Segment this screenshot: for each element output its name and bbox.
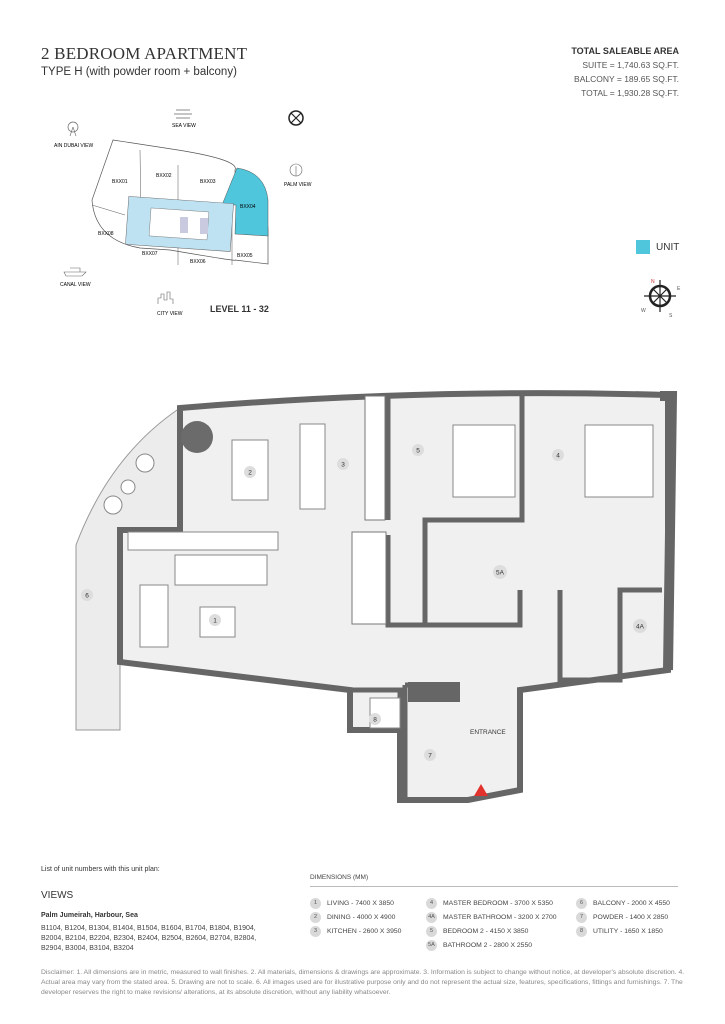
room-label: 2	[248, 470, 252, 477]
legend: UNIT	[636, 240, 679, 254]
unit-list-label: List of unit numbers with this unit plan…	[41, 866, 160, 873]
bed-2	[452, 424, 516, 498]
balcony-area	[75, 407, 181, 731]
room-badge: 6	[576, 897, 587, 909]
total-area: TOTAL = 1,930.28 SQ.FT.	[581, 88, 679, 98]
room-label: 6	[85, 593, 89, 600]
dimensions-heading: DIMENSIONS (MM)	[310, 874, 369, 881]
dimension-item: MASTER BEDROOM - 3700 X 5350	[443, 899, 553, 907]
unit-label: BXX02	[156, 173, 172, 179]
highlighted-unit	[221, 167, 269, 237]
views-heading: VIEWS	[41, 890, 74, 901]
unit-label: BXX05	[237, 253, 253, 259]
dimension-item: KITCHEN - 2600 X 3950	[327, 927, 402, 935]
unit-label: BXX06	[190, 259, 206, 265]
city-view-label: CITY VIEW	[157, 311, 183, 317]
master-bed	[584, 424, 654, 498]
unit-type: TYPE H (with powder room + balcony)	[41, 66, 237, 78]
palm-tree-icon	[289, 163, 303, 177]
dimension-item: DINING - 4000 X 4900	[327, 913, 396, 921]
city-skyline-icon	[157, 291, 174, 304]
round-table	[181, 421, 213, 453]
dimension-item: UTILITY - 1650 X 1850	[593, 927, 663, 935]
entrance-arrow-icon	[474, 784, 488, 796]
dimensions-column: 1 LIVING - 7400 X 3850 2 DINING - 4000 X 4…	[310, 896, 401, 938]
disclaimer: Disclaimer: 1. All dimensions are in met…	[41, 969, 685, 996]
dimension-item: BATHROOM 2 - 2800 X 2550	[443, 941, 533, 949]
unit-label: BXX07	[142, 251, 158, 257]
saleable-area: TOTAL SALEABLE AREA SUITE = 1,740.63 SQ.…	[571, 44, 679, 100]
ferris-wheel-icon	[67, 121, 79, 137]
ain-view-label: AIN DUBAI VIEW	[54, 143, 93, 149]
compass-e: E	[677, 286, 681, 292]
room-label: 8	[373, 717, 377, 724]
area-heading: TOTAL SALEABLE AREA	[571, 46, 679, 56]
unit-swatch	[636, 240, 650, 254]
room-badge: 1	[310, 897, 321, 909]
unit-numbers: B1104, B1204, B1304, B1404, B1504, B1604…	[41, 925, 257, 952]
compass-small-icon	[288, 110, 304, 126]
compass-w: W	[641, 308, 646, 314]
suite-area: SUITE = 1,740.63 SQ.FT.	[582, 60, 679, 70]
compass-n: N	[651, 279, 655, 285]
sea-view-icon	[174, 109, 192, 119]
unit-label: BXX03	[200, 179, 216, 185]
dimension-item: BEDROOM 2 - 4150 X 3850	[443, 927, 529, 935]
room-badge: 3	[310, 925, 321, 937]
room-label: 4	[556, 453, 560, 460]
room-label: 4A	[636, 624, 645, 631]
canal-view-label: CANAL VIEW	[60, 282, 91, 288]
balcony-area: BALCONY = 189.65 SQ.FT.	[574, 74, 679, 84]
divider	[310, 886, 678, 887]
unit-label: BXX04	[240, 204, 256, 210]
dimensions-column: 4 MASTER BEDROOM - 3700 X 5350 4A MASTER B…	[426, 896, 557, 952]
room-badge: 5	[426, 925, 437, 937]
room-label: 5	[416, 448, 420, 455]
room-badge: 2	[310, 911, 321, 923]
room-badge: 4	[426, 897, 437, 909]
dimension-item: POWDER - 1400 X 2850	[593, 913, 669, 921]
page-title: 2 BEDROOM APARTMENT	[41, 44, 248, 63]
dimension-item: BALCONY - 2000 X 4550	[593, 899, 670, 907]
room-label: 1	[213, 618, 217, 625]
dimension-item: LIVING - 7400 X 3850	[327, 899, 394, 907]
room-badge: 8	[576, 925, 587, 937]
legend-unit-label: UNIT	[656, 241, 680, 253]
sea-view-label: SEA VIEW	[172, 123, 196, 129]
unit-label: BXX01	[112, 179, 128, 185]
yacht-icon	[63, 267, 87, 277]
room-badge: 7	[576, 911, 587, 923]
room-badge: 5A	[426, 939, 437, 951]
room-label: 5A	[496, 570, 505, 577]
room-badge: 4A	[426, 911, 437, 923]
level-label: LEVEL 11 - 32	[210, 304, 269, 314]
entrance-label: ENTRANCE	[470, 729, 506, 736]
palm-view-label: PALM VIEW	[284, 182, 312, 188]
floor-plan: ENTRANCE 1 2 3 4 4A 5 5A 6 7 8	[75, 390, 678, 803]
views-list: Palm Jumeirah, Harbour, Sea	[41, 912, 138, 919]
unit-label: BXX08	[98, 231, 114, 237]
room-label: 7	[428, 753, 432, 760]
key-plan: BXX01 BXX02 BXX03 BXX04 BXX05 BXX06 BXX0…	[54, 109, 312, 317]
room-label: 3	[341, 462, 345, 469]
dimension-item: MASTER BATHROOM - 3200 X 2700	[443, 913, 557, 921]
compass-icon: N E S W	[641, 279, 681, 319]
dimensions-column: 6 BALCONY - 2000 X 4550 7 POWDER - 1400 X …	[576, 896, 670, 938]
compass-s: S	[669, 313, 673, 319]
